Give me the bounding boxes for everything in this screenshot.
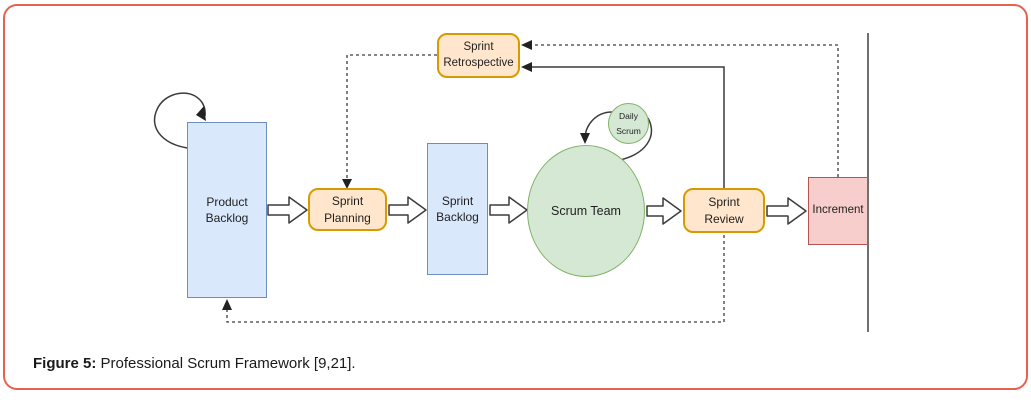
node-sprint-retrospective: Sprint Retrospective (437, 33, 520, 78)
node-sprint-backlog: Sprint Backlog (427, 143, 488, 275)
block-arrow-team-to-review (646, 197, 682, 225)
arrowhead-review-to-retrospective (521, 62, 532, 72)
dashed-retrospective-to-planning (346, 54, 437, 184)
block-arrow-planning-to-backlog (388, 196, 427, 224)
arrowhead-retrospective-to-planning (342, 179, 352, 189)
daily-scrum-loop-arrowhead (580, 133, 590, 144)
self-loop-product-backlog (153, 92, 206, 150)
node-sprint-retrospective-label: Sprint Retrospective (443, 40, 514, 69)
dashed-increment-to-retrospective (526, 44, 839, 177)
arrowhead-review-to-product-backlog (222, 299, 232, 310)
dashed-review-to-product-backlog (226, 235, 725, 323)
node-increment-label: Increment (812, 204, 864, 217)
node-product-backlog-label: Product Backlog (205, 194, 249, 225)
node-increment: Increment (808, 177, 868, 245)
figure-caption-text: Professional Scrum Framework [9,21]. (96, 355, 356, 372)
self-loop-arrowhead (196, 106, 206, 121)
figure-caption: Figure 5: Professional Scrum Framework [… (33, 355, 356, 372)
node-sprint-planning-label: Sprint Planning (324, 194, 371, 225)
daily-scrum-loop-out (619, 117, 653, 161)
node-daily-scrum-label: Daily Scrum (616, 111, 641, 136)
block-arrow-backlog-to-team (489, 196, 528, 224)
block-arrow-product-to-planning (267, 196, 308, 224)
node-sprint-review: Sprint Review (683, 188, 765, 233)
node-scrum-team: Scrum Team (527, 145, 645, 277)
node-product-backlog: Product Backlog (187, 122, 267, 298)
node-sprint-planning: Sprint Planning (308, 188, 387, 231)
block-arrow-review-to-increment (766, 197, 807, 225)
line-review-to-retrospective (526, 66, 725, 188)
node-scrum-team-label: Scrum Team (551, 203, 621, 218)
arrowhead-increment-to-retrospective (521, 40, 532, 50)
node-sprint-backlog-label: Sprint Backlog (436, 193, 479, 224)
figure-caption-prefix: Figure 5: (33, 355, 97, 372)
node-sprint-review-label: Sprint Review (704, 195, 744, 226)
node-daily-scrum: Daily Scrum (608, 103, 649, 144)
